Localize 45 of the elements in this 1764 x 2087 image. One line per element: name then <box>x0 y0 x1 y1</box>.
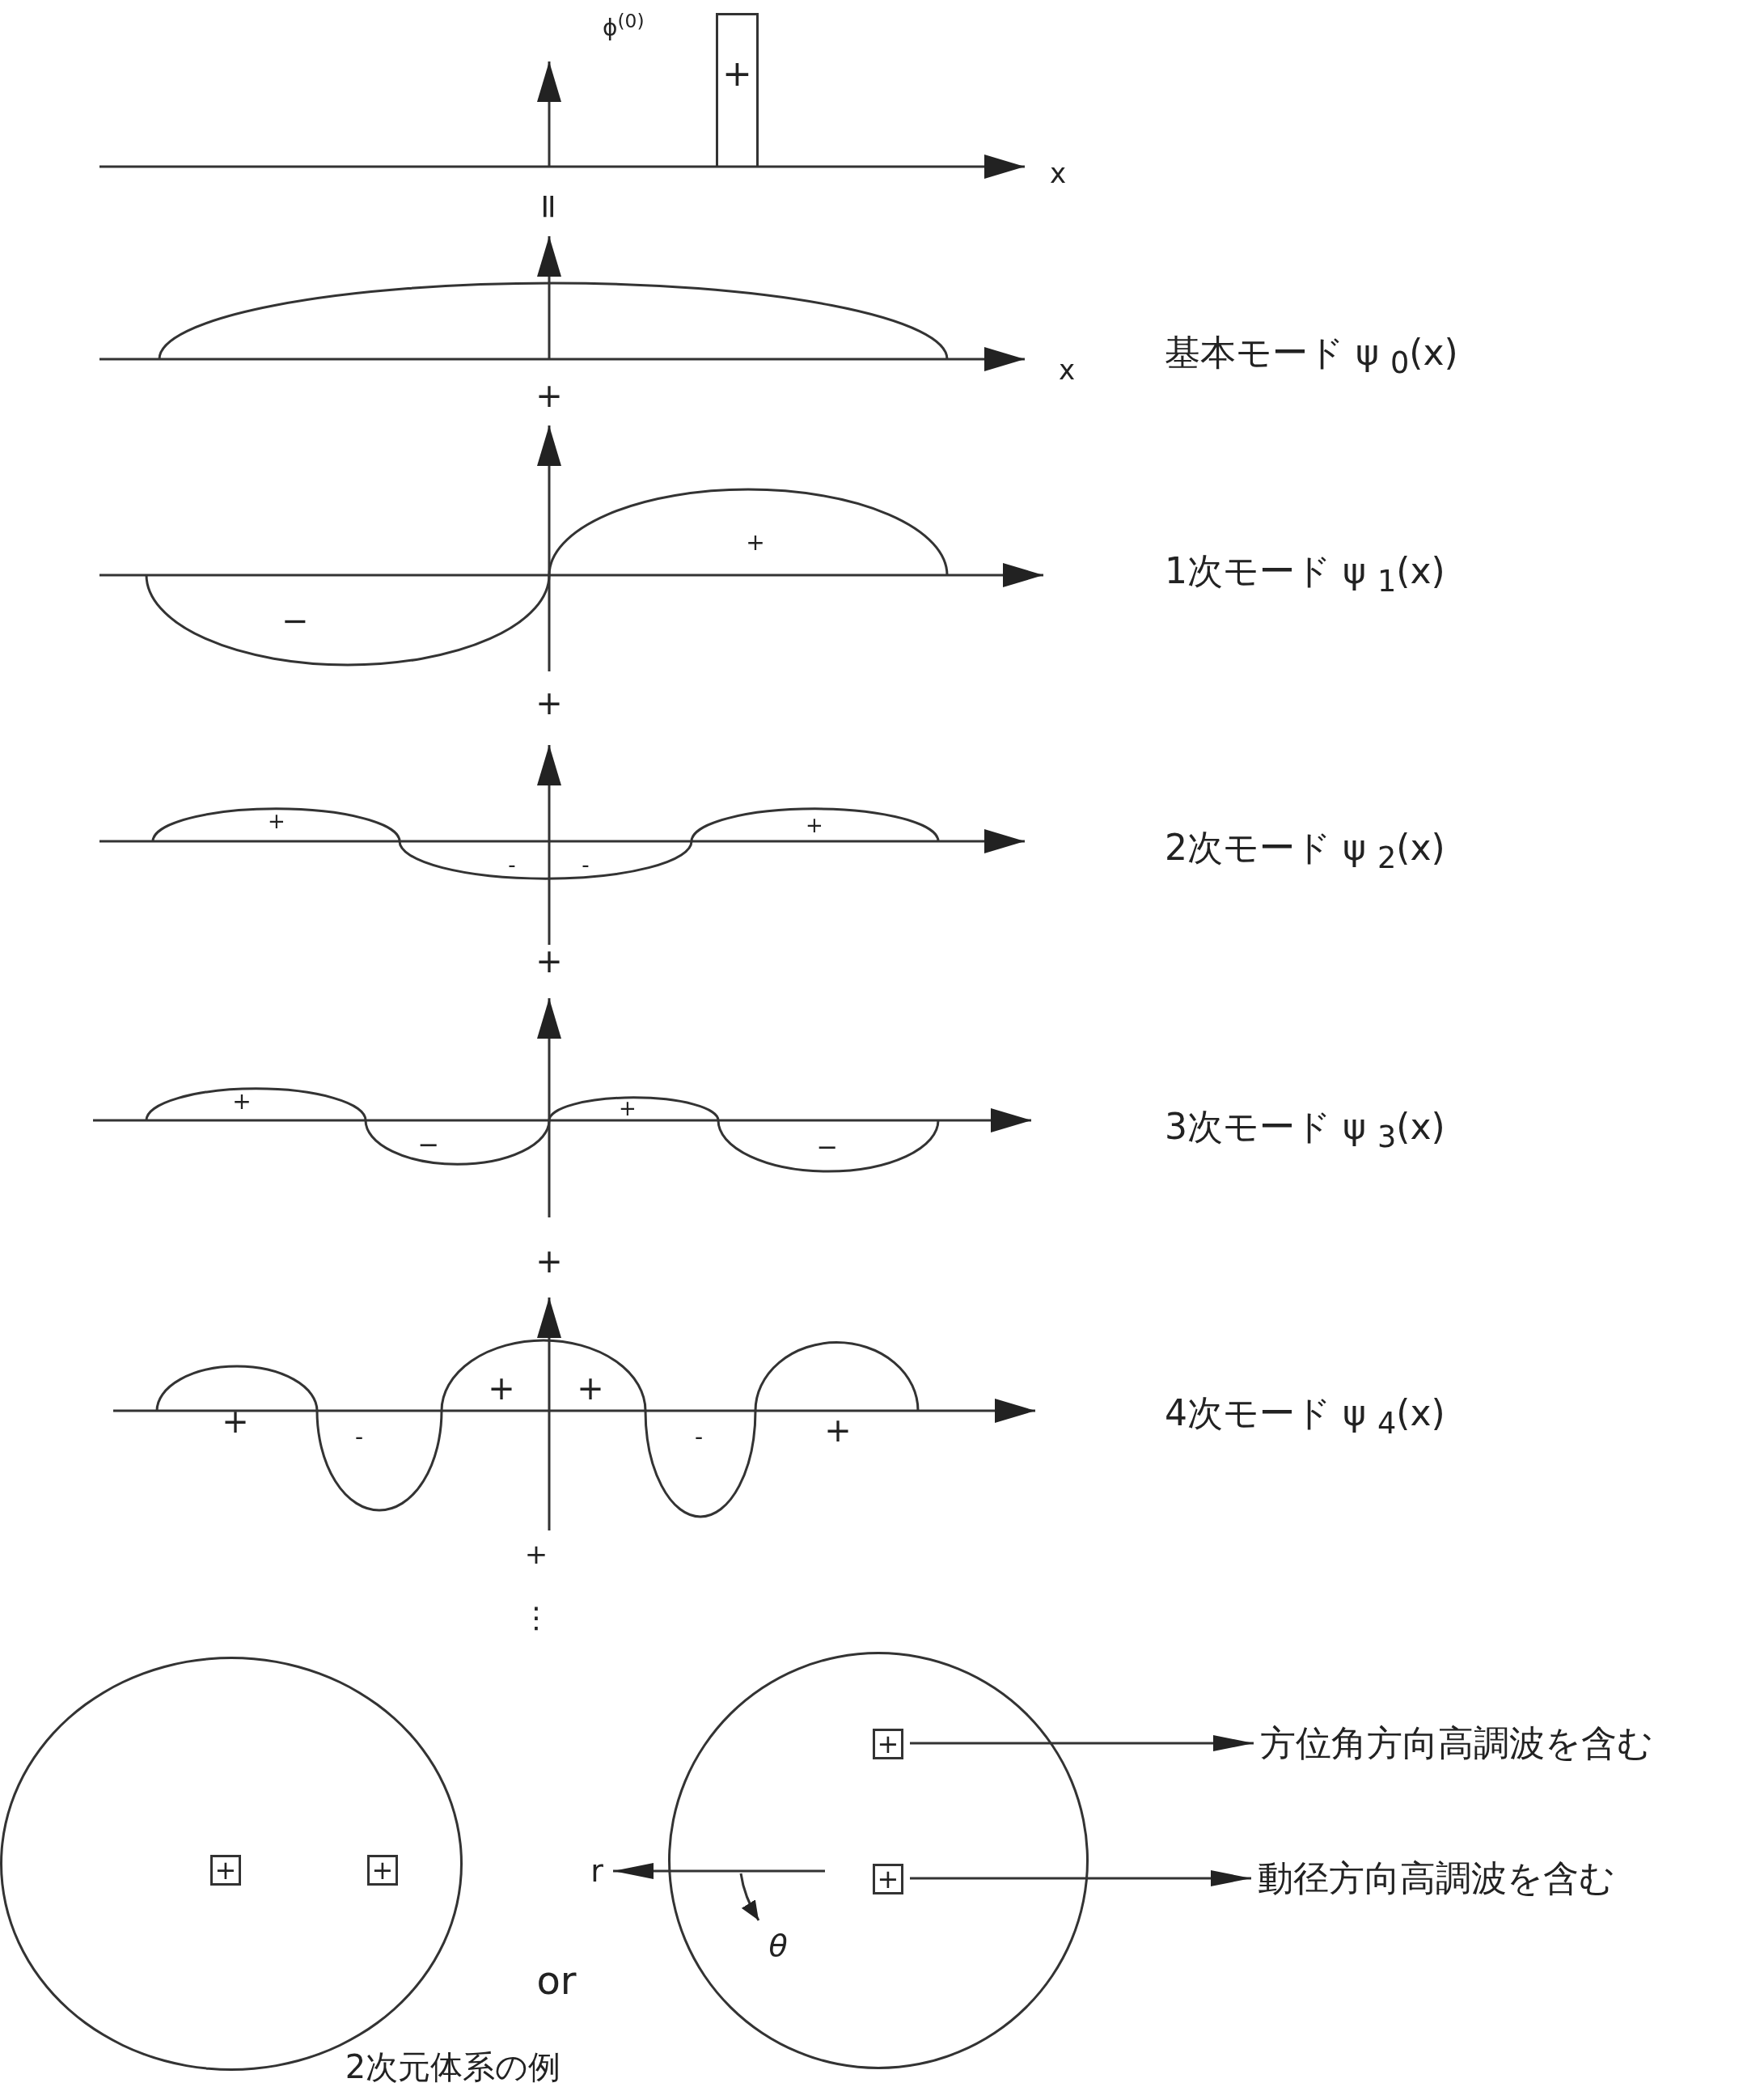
sign-label: + <box>806 815 823 836</box>
arrow <box>910 1735 1254 1751</box>
sign-label: + <box>222 1405 249 1437</box>
pulse-box: + <box>716 13 759 167</box>
sign-label: + <box>535 1245 563 1277</box>
sign-label: − <box>816 1134 839 1160</box>
equals-sign: = <box>532 192 566 221</box>
sign-label: - <box>354 1426 364 1449</box>
sign-label: + <box>535 945 563 977</box>
sign-label: - <box>508 854 516 875</box>
sign-label: + <box>232 1090 252 1113</box>
mode-label: 2次モード ψ $_{2}$(x) <box>1165 830 1445 874</box>
sign-label: + <box>577 1372 604 1404</box>
axis-label: x <box>1058 356 1076 383</box>
mode-label: 3次モード ψ $_{3}$(x) <box>1165 1109 1445 1153</box>
sign-label: + <box>268 811 286 832</box>
sign-label: + <box>824 1414 852 1446</box>
sign-label: + <box>488 1372 515 1404</box>
caption: 2次元体系の例 <box>345 2051 561 2083</box>
axis-label: ϕ$^{(0)}$ <box>603 11 645 40</box>
ellipsis-mark: ⋮ <box>522 1603 551 1632</box>
sign-label: + <box>524 1540 548 1568</box>
mode-label: 1次モード ψ $_{1}$(x) <box>1165 553 1445 597</box>
conjunction-label: or <box>536 1961 577 2000</box>
arrow <box>910 1870 1251 1886</box>
sign-label: + <box>535 687 563 719</box>
sign-label: − <box>417 1132 440 1158</box>
system-circle <box>668 1652 1089 2069</box>
plus-box: + <box>873 1729 903 1759</box>
annotation-text: 動径方向高調波を含む <box>1258 1858 1615 1899</box>
mode-label: 基本モード ψ $_{0}$(x) <box>1165 335 1458 379</box>
plus-box: + <box>873 1864 903 1894</box>
sign-label: + <box>746 531 765 554</box>
sign-label: - <box>694 1426 704 1449</box>
plus-box: + <box>210 1855 241 1886</box>
sign-label: - <box>582 854 590 875</box>
axis-label: r <box>590 1856 603 1886</box>
sign-label: + <box>619 1098 637 1119</box>
sign-label: − <box>281 604 309 637</box>
axis-label: x <box>1049 159 1067 187</box>
annotation-text: 方位角方向高調波を含む <box>1260 1723 1653 1763</box>
sign-label: + <box>535 379 563 412</box>
mode-label: 4次モード ψ $_{4}$(x) <box>1165 1395 1445 1439</box>
axis-label: θ <box>768 1930 788 1961</box>
plus-box: + <box>367 1855 398 1886</box>
